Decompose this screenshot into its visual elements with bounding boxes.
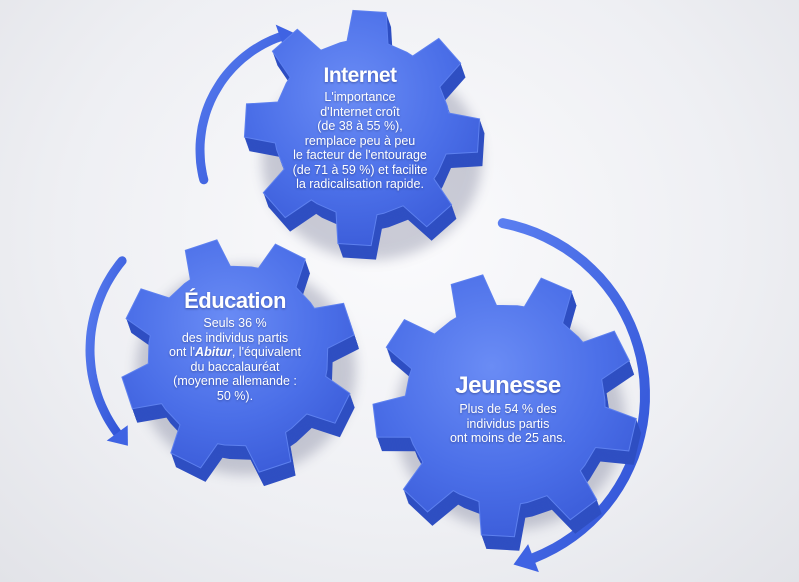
education-line: du baccalauréat bbox=[190, 359, 280, 374]
education-line: Seuls 36 % bbox=[203, 316, 267, 330]
arrow-left-head bbox=[106, 425, 128, 446]
education-line3-post: , l'équivalent bbox=[231, 345, 301, 359]
education-line3-pre: ont l' bbox=[169, 345, 196, 359]
arrow-top-left-head bbox=[275, 24, 294, 50]
education-line: 50 %). bbox=[216, 388, 254, 403]
internet-line: L'importance bbox=[324, 90, 396, 104]
education-line: (moyenne allemande : bbox=[173, 374, 297, 388]
internet-text-block: Internet L'importance d'Internet croît (… bbox=[285, 64, 435, 192]
internet-line: remplace peu à peu bbox=[304, 133, 416, 148]
internet-line: (de 38 à 55 %), bbox=[317, 119, 403, 133]
gear-face bbox=[372, 274, 637, 538]
internet-line: d'Internet croît bbox=[320, 104, 400, 119]
education-line: ont l'Abitur, l'équivalent bbox=[162, 345, 308, 360]
internet-body: L'importance d'Internet croît (de 38 à 5… bbox=[285, 90, 435, 192]
arrow-right-head bbox=[513, 544, 539, 573]
education-text-block: Éducation Seuls 36 % des individus parti… bbox=[162, 288, 308, 403]
education-body: Seuls 36 % des individus partis ont l'Ab… bbox=[162, 316, 308, 403]
internet-title: Internet bbox=[323, 64, 397, 87]
gear-internet bbox=[243, 9, 485, 260]
abitur-emphasis: Abitur bbox=[195, 345, 232, 359]
education-line: des individus partis bbox=[181, 330, 289, 345]
internet-line: le facteur de l'entourage bbox=[293, 148, 427, 162]
jeunesse-text-block: Jeunesse Plus de 54 % des individus part… bbox=[420, 372, 596, 446]
jeunesse-line: Plus de 54 % des bbox=[459, 402, 557, 416]
jeunesse-body: Plus de 54 % des individus partis ont mo… bbox=[420, 402, 596, 446]
gear-education bbox=[121, 239, 359, 487]
gear-face bbox=[243, 9, 481, 247]
internet-line: la radicalisation rapide. bbox=[296, 177, 424, 191]
arrow-top-left-shaft bbox=[195, 32, 285, 185]
internet-line: (de 71 à 59 %) et facilite bbox=[292, 162, 428, 177]
jeunesse-title: Jeunesse bbox=[455, 372, 561, 399]
arrow-left-shaft bbox=[85, 256, 127, 438]
gear-jeunesse bbox=[372, 274, 642, 551]
jeunesse-line: individus partis bbox=[466, 416, 550, 431]
education-title: Éducation bbox=[184, 288, 286, 313]
gear-face bbox=[121, 239, 355, 473]
jeunesse-line: ont moins de 25 ans. bbox=[449, 431, 567, 445]
